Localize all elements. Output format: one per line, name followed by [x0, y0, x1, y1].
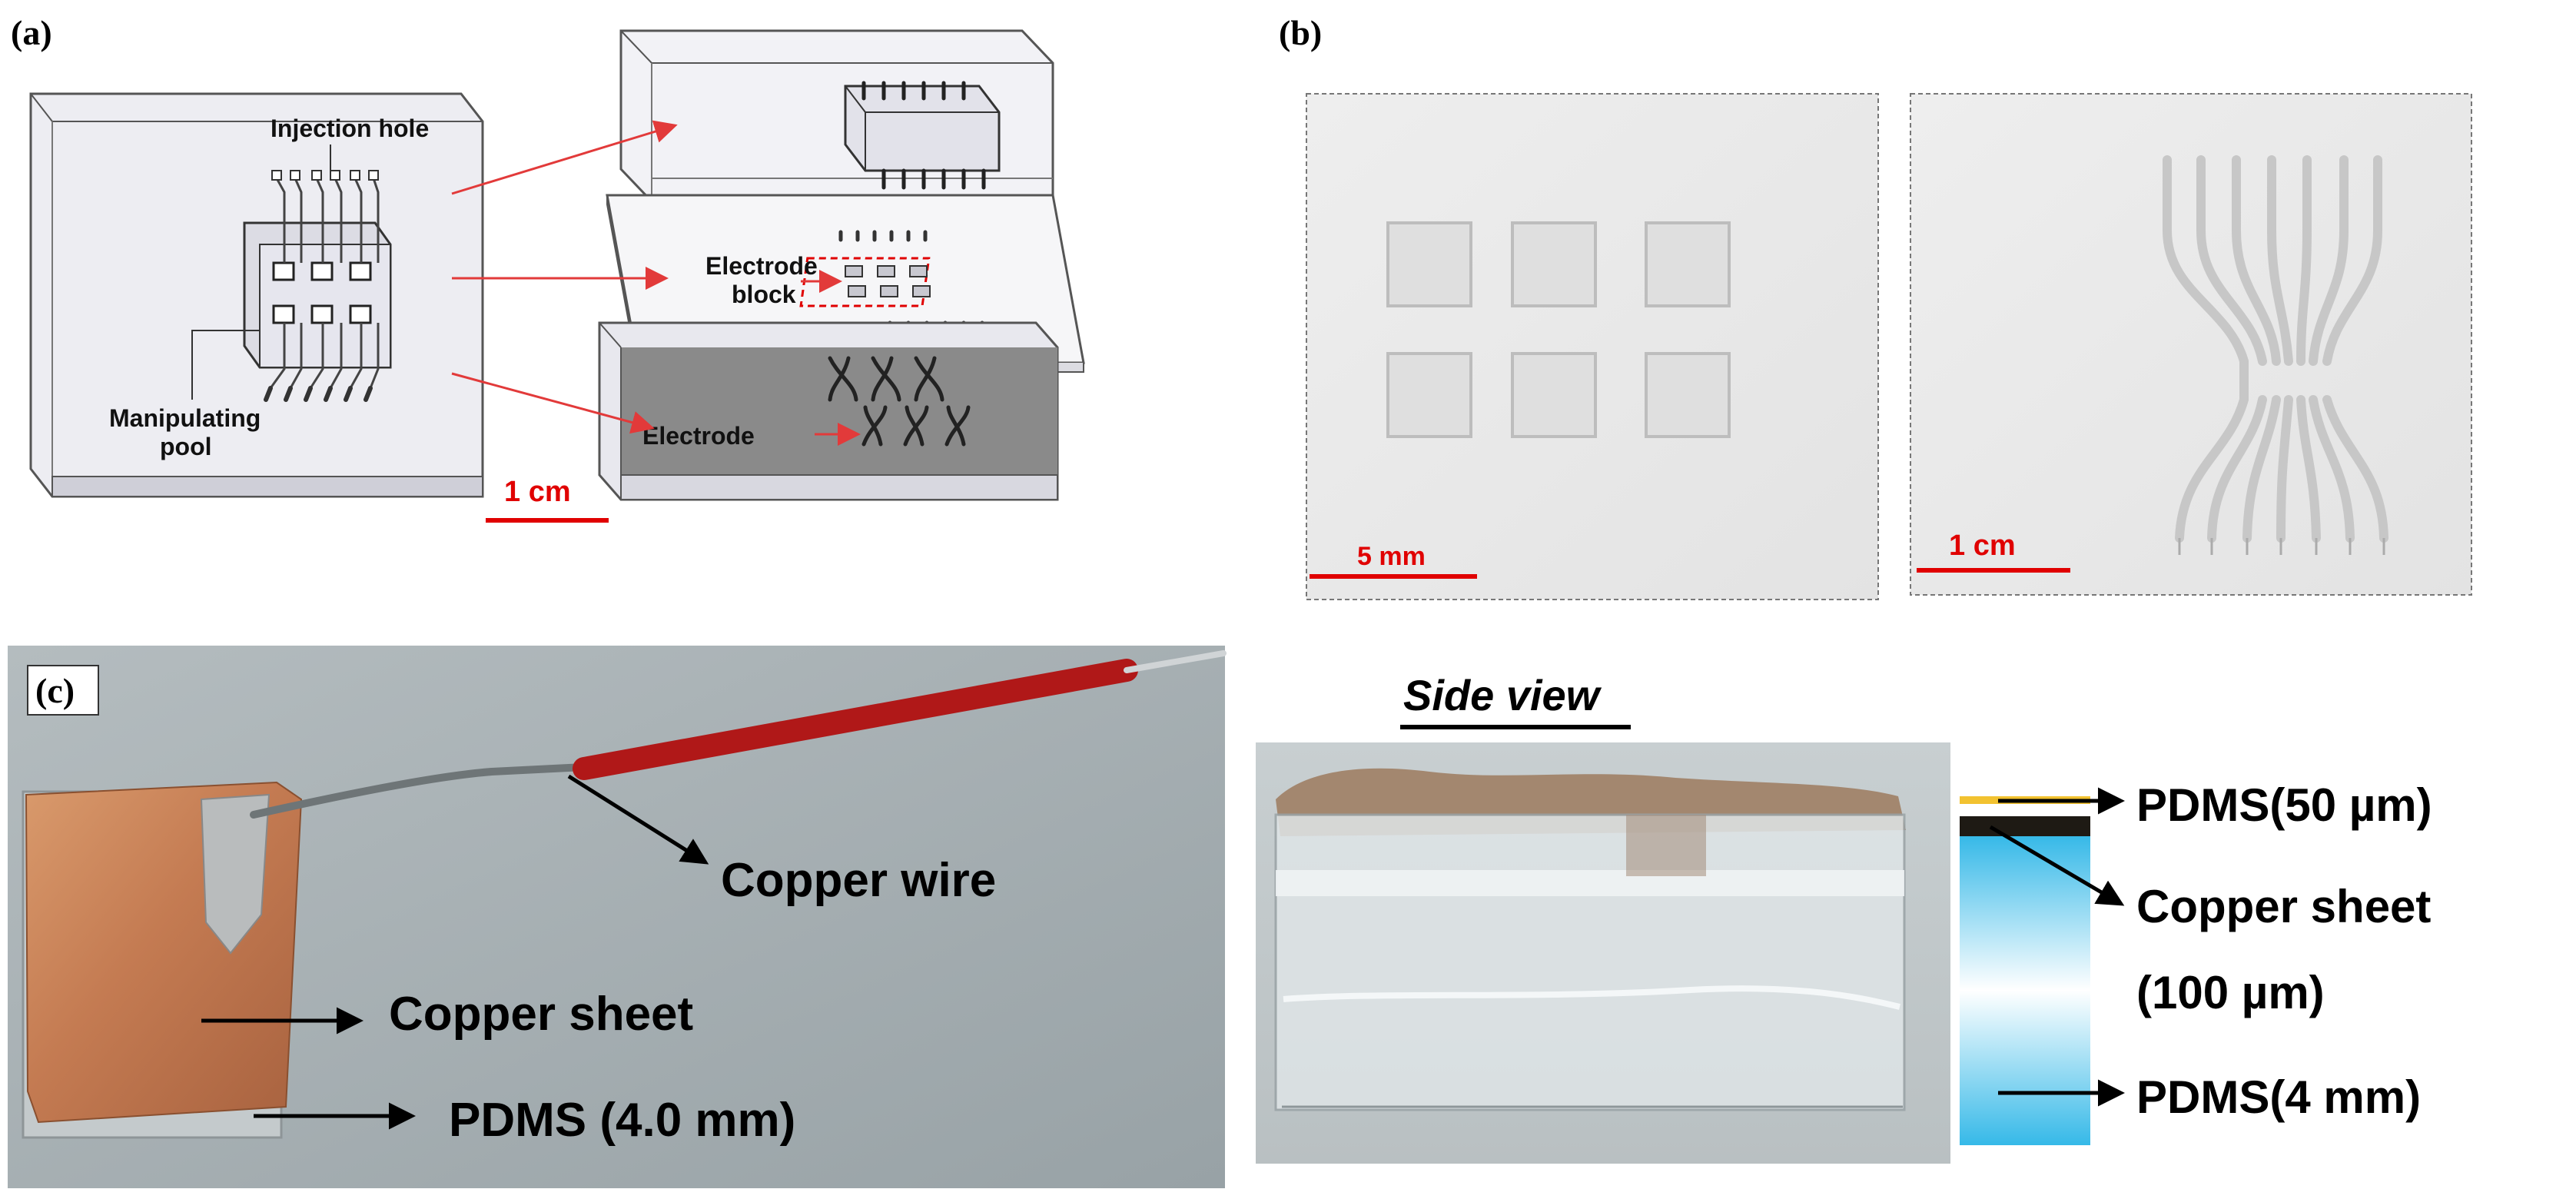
copper-wire — [250, 763, 588, 819]
scale-bar-b-right-label: 1 cm — [1949, 530, 2016, 562]
scale-bar-b-left-label: 5 mm — [1357, 542, 1426, 571]
label-manipulating-line2: pool — [160, 433, 212, 460]
panel-c: (c) Copper wire Copper sheet PDMS (4.0 m… — [8, 646, 1227, 1188]
panel-a: (a) — [11, 13, 1085, 523]
copper-layer — [1960, 816, 2090, 836]
label-pdms-bottom: PDMS(4 mm) — [2136, 1071, 2421, 1123]
red-insulation — [573, 659, 1138, 780]
label-copper-sheet: Copper sheet — [389, 988, 693, 1041]
label-copper-wire: Copper wire — [721, 854, 996, 907]
assembled-chip — [29, 92, 484, 498]
label-manipulating-line1: Manipulating — [109, 404, 261, 432]
side-view-title: Side view — [1403, 671, 1602, 719]
panel-b: (b) 5 mm — [1279, 13, 2472, 600]
label-pdms-top: PDMS(50 µm) — [2136, 779, 2432, 831]
label-electrode: Electrode — [642, 422, 755, 450]
top-layer — [619, 29, 1054, 203]
photo-electrodes: 1 cm — [1910, 93, 2472, 596]
label-injection-hole: Injection hole — [271, 115, 429, 142]
panel-a-letter: (a) — [11, 13, 52, 52]
bottom-layer — [598, 321, 1059, 501]
label-pdms: PDMS (4.0 mm) — [449, 1094, 795, 1147]
pdms-thick-layer — [1960, 836, 2090, 1145]
panel-c-letter: (c) — [35, 671, 75, 710]
side-view: Side view PDMS(50 µm) Copper sheet (100 … — [1256, 671, 2432, 1164]
label-electrode-block-line1: Electrode — [705, 252, 818, 280]
scale-bar-a-label: 1 cm — [504, 476, 571, 508]
photo-wells: 5 mm — [1306, 93, 1879, 600]
panel-b-letter: (b) — [1279, 13, 1322, 52]
label-copper-side-line2: (100 µm) — [2136, 967, 2325, 1018]
label-copper-side-line1: Copper sheet — [2136, 881, 2431, 932]
label-electrode-block-line2: block — [732, 281, 796, 308]
